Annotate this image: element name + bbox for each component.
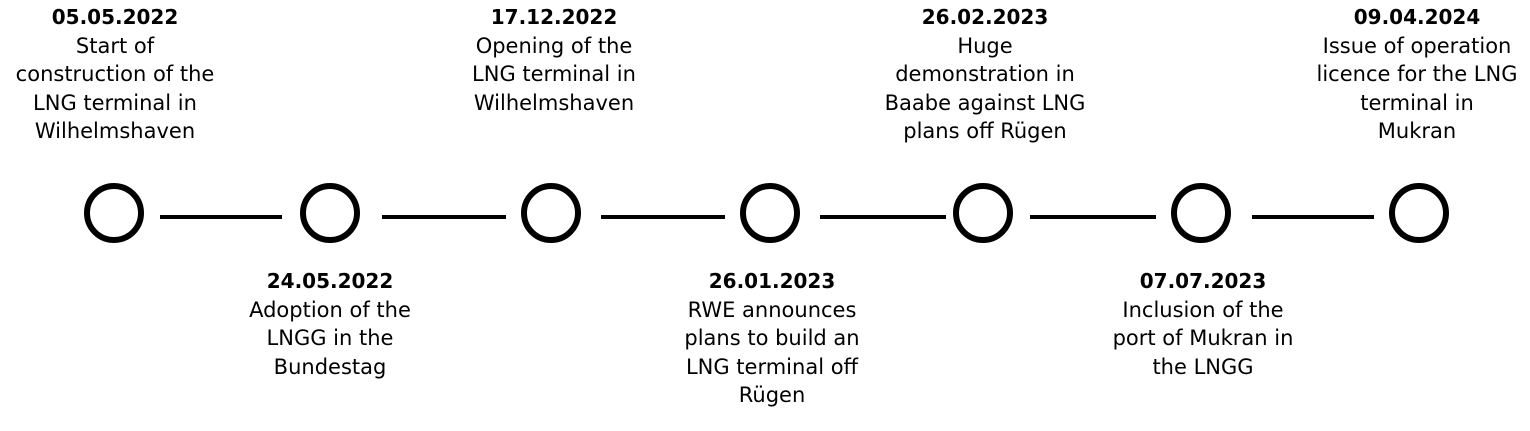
event-description: RWE announces plans to build an LNG term… — [684, 297, 860, 408]
event-date: 24.05.2022 — [266, 269, 394, 293]
timeline-node-6 — [1171, 183, 1231, 243]
event-description: Huge demonstration in Baabe against LNG … — [884, 33, 1086, 144]
timeline-node-5 — [953, 183, 1013, 243]
timeline-event-3: 17.12.2022 Opening of the LNG terminal i… — [449, 3, 659, 117]
timeline-event-5: 26.02.2023 Huge demonstration in Baabe a… — [880, 3, 1090, 146]
timeline-node-4 — [740, 183, 800, 243]
timeline-connector — [382, 215, 506, 219]
event-description: Inclusion of the port of Mukran in the L… — [1112, 297, 1294, 379]
timeline-node-7 — [1389, 183, 1449, 243]
timeline-node-3 — [521, 183, 581, 243]
event-date: 09.04.2024 — [1353, 5, 1481, 29]
timeline-event-2: 24.05.2022 Adoption of the LNGG in the B… — [225, 267, 435, 381]
timeline-connector — [1252, 215, 1374, 219]
timeline-connector — [160, 215, 282, 219]
event-date: 26.01.2023 — [708, 269, 836, 293]
event-description: Start of construction of the LNG termina… — [15, 33, 215, 144]
event-description: Adoption of the LNGG in the Bundestag — [249, 297, 411, 379]
event-date: 26.02.2023 — [921, 5, 1049, 29]
timeline-event-1: 05.05.2022 Start of construction of the … — [10, 3, 220, 146]
timeline-connector — [601, 215, 725, 219]
timeline-event-7: 09.04.2024 Issue of operation licence fo… — [1312, 3, 1522, 146]
event-description: Opening of the LNG terminal in Wilhelmsh… — [472, 33, 636, 115]
timeline-connector — [1030, 215, 1156, 219]
timeline-event-6: 07.07.2023 Inclusion of the port of Mukr… — [1098, 267, 1308, 381]
event-date: 17.12.2022 — [490, 5, 618, 29]
event-date: 07.07.2023 — [1139, 269, 1267, 293]
event-description: Issue of operation licence for the LNG t… — [1316, 33, 1518, 144]
event-date: 05.05.2022 — [51, 5, 179, 29]
timeline-node-1 — [84, 183, 144, 243]
timeline-node-2 — [300, 183, 360, 243]
timeline-connector — [820, 215, 946, 219]
timeline-event-4: 26.01.2023 RWE announces plans to build … — [667, 267, 877, 410]
